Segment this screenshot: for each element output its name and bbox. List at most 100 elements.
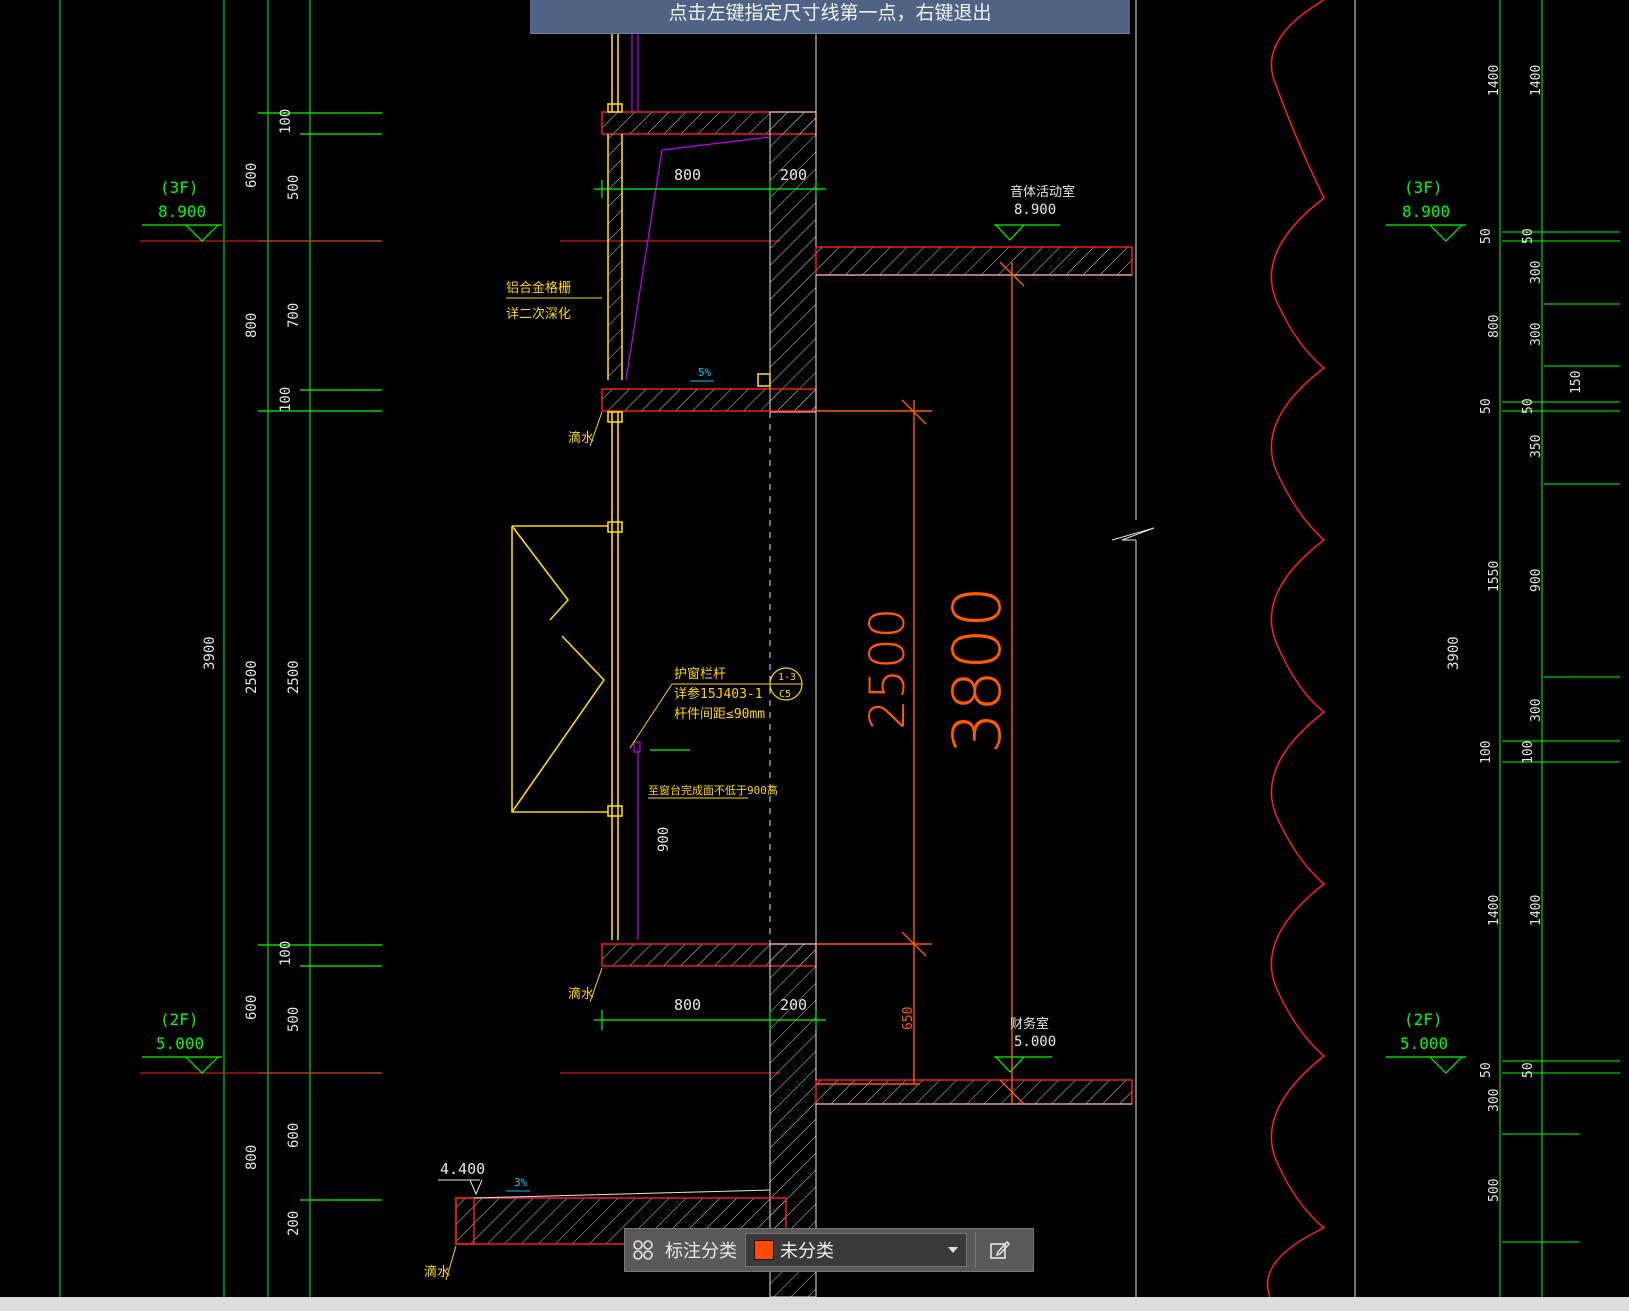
left-guide-lines — [59, 0, 311, 1297]
leader-drip-1 — [589, 411, 603, 447]
level-marker-right-2f — [1386, 1056, 1466, 1074]
leader-drip-2 — [589, 967, 603, 1003]
detail-callout-bottom: C5 — [779, 689, 791, 700]
note-drip-1: 滴水 — [568, 430, 594, 446]
elev-4400-marker — [469, 1179, 483, 1196]
layers-icon[interactable] — [625, 1232, 661, 1268]
right-dim-col3-9: 1400 — [1529, 895, 1544, 926]
edit-icon[interactable] — [975, 1232, 1018, 1268]
room-name-2f: 财务室 — [1010, 1016, 1049, 1032]
dim-temp-2500: 2500 — [860, 608, 916, 730]
level-marker-room-3f — [994, 224, 1060, 241]
note-alu-louver-2: 详二次深化 — [506, 306, 571, 322]
level-marker-room-2f — [994, 1056, 1052, 1073]
left-dim-col3-3: 100 — [278, 387, 294, 412]
dimension-category-toolbar: 标注分类 未分类 — [624, 1228, 1034, 1272]
note-slope-2: 3% — [514, 1176, 528, 1189]
level-elev-label-left-2f: 5.000 — [156, 1034, 204, 1053]
left-dim-col3-7: 600 — [286, 1123, 302, 1148]
detail-callout-top: 1-3 — [778, 672, 796, 683]
left-dim-col3-5: 100 — [278, 941, 294, 966]
left-dim-col3-8: 200 — [286, 1211, 302, 1236]
category-label: 标注分类 — [665, 1241, 737, 1262]
level-elev-label-left-3f: 8.900 — [158, 202, 206, 221]
level-marker-left-2f — [142, 1056, 222, 1074]
left-dim-col2-4: 800 — [244, 1145, 260, 1170]
command-prompt-banner: 点击左键指定尺寸线第一点，右键退出 — [530, 0, 1130, 34]
note-drip-3: 滴水 — [424, 1264, 450, 1280]
right-dim-col3-6: 900 — [1529, 569, 1544, 592]
note-alu-louver-1: 铝合金格栅 — [506, 280, 571, 296]
dim-height-650: 650 — [901, 1007, 916, 1030]
right-dim-col2-9: 500 — [1487, 1179, 1502, 1202]
note-rail-1: 护窗栏杆 — [674, 666, 726, 682]
right-dim-col3-4: 50 — [1521, 398, 1536, 414]
railing-lines — [625, 30, 771, 940]
level-floor-label-left-3f: (3F) — [160, 178, 199, 197]
temp-dimension-lines — [816, 261, 1025, 1105]
left-dim-col3-1: 500 — [286, 175, 302, 200]
dim-height-900: 900 — [656, 827, 672, 852]
left-dim-col2-3: 600 — [244, 995, 260, 1020]
note-drip-2: 滴水 — [568, 986, 594, 1002]
level-floor-label-left-2f: (2F) — [160, 1010, 199, 1029]
window-spandrel — [608, 134, 622, 380]
left-dim-col2-1: 800 — [244, 313, 260, 338]
dim-width-800-top: 800 — [674, 166, 701, 184]
level-floor-label-right-3f: (3F) — [1404, 178, 1443, 197]
right-dim-total: 3900 — [1446, 636, 1462, 670]
status-bar — [0, 1297, 1629, 1311]
level-elev-label-right-3f: 8.900 — [1402, 202, 1450, 221]
category-selected-value: 未分类 — [780, 1241, 834, 1262]
left-dim-col3-0: 100 — [278, 109, 294, 134]
right-dim-col3-0: 1400 — [1529, 65, 1544, 96]
chevron-down-icon — [948, 1247, 958, 1253]
right-dim-col2-0: 1400 — [1487, 65, 1502, 96]
note-rail-2: 详参15J403-1 — [674, 686, 763, 702]
dim-width-200-top: 200 — [780, 166, 807, 184]
category-dropdown[interactable]: 未分类 — [745, 1233, 967, 1267]
break-line — [1266, 0, 1326, 1298]
room-elev-2f: 5.000 — [1014, 1034, 1056, 1050]
right-dim-col2-4: 1550 — [1487, 561, 1502, 592]
level-marker-left-3f — [142, 224, 222, 242]
right-dim-col2-3: 50 — [1479, 398, 1494, 414]
right-dim-col2-2: 800 — [1487, 315, 1502, 338]
note-rail-3: 杆件间距≤90mm — [674, 707, 765, 722]
level-elev-label-right-2f: 5.000 — [1400, 1034, 1448, 1053]
leader-drip-3 — [445, 1245, 457, 1281]
right-dim-col2-5: 100 — [1479, 741, 1494, 764]
right-dim-extra: 150 — [1569, 371, 1584, 394]
note-slope-1: 5% — [698, 366, 712, 379]
room-elev-3f: 8.900 — [1014, 202, 1056, 218]
center-dimension-lines — [594, 180, 826, 1030]
right-dim-col2-6: 1400 — [1487, 895, 1502, 926]
right-dim-col2-8: 300 — [1487, 1089, 1502, 1112]
right-dim-col2-1: 50 — [1479, 228, 1494, 244]
dim-width-800-bottom: 800 — [674, 996, 701, 1014]
left-dim-col2-2: 2500 — [244, 660, 260, 694]
right-dim-col2-7: 50 — [1479, 1062, 1494, 1078]
level-floor-label-right-2f: (2F) — [1404, 1010, 1443, 1029]
level-marker-right-3f — [1386, 224, 1466, 242]
dim-width-200-bottom: 200 — [780, 996, 807, 1014]
right-dim-col3-7: 300 — [1529, 699, 1544, 722]
left-dim-total: 3900 — [202, 636, 218, 670]
outer-guide-lines — [1111, 0, 1356, 1297]
right-dim-col3-10: 50 — [1521, 1062, 1536, 1078]
right-dim-col3-5: 350 — [1529, 435, 1544, 458]
right-dim-col3-1: 50 — [1521, 228, 1536, 244]
right-dim-col3-2: 300 — [1529, 261, 1544, 284]
left-dim-col3-2: 700 — [286, 303, 302, 328]
dim-temp-3800: 3800 — [939, 586, 1016, 754]
right-dim-col3-3: 300 — [1529, 323, 1544, 346]
floor-level-lines — [140, 240, 780, 1074]
right-guide-lines — [1499, 0, 1620, 1297]
left-dim-col3-6: 500 — [286, 1007, 302, 1032]
leader-rail-diag — [629, 683, 673, 749]
category-color-swatch — [754, 1240, 774, 1260]
room-name-3f: 音体活动室 — [1010, 184, 1075, 200]
note-rail-4: 至窗台完成面不低于900高 — [648, 783, 778, 797]
right-dim-col3-8: 100 — [1521, 741, 1536, 764]
